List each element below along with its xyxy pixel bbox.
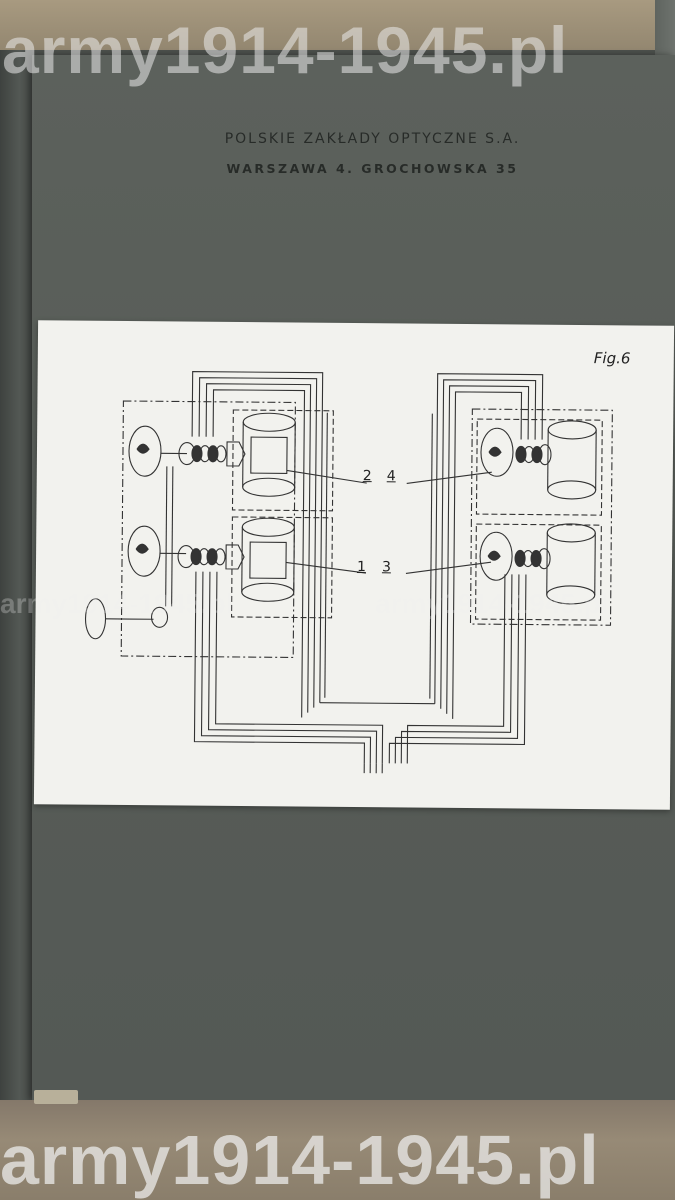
lens-disc-upper [128, 425, 162, 477]
wiring-diagram-sheet: Fig.6 2 4 1 3 [33, 320, 675, 810]
wooden-surface-bottom [0, 1100, 675, 1200]
company-name: POLSKIE ZAKŁADY OPTYCZNE S.A. [224, 131, 521, 147]
cable-number-2: 2 [362, 468, 372, 485]
watermark-bottom: army1914-1945.pl [0, 1121, 600, 1199]
company-address: WARSZAWA 4. GROCHOWSKA 35 [226, 161, 519, 176]
cable-number-3: 3 [381, 559, 391, 576]
watermark-middle-right: army1914-1945.pl [375, 588, 609, 619]
binder-spine [0, 50, 32, 1110]
figure-label: Fig.6 [593, 349, 631, 368]
binder-clip [34, 1090, 78, 1104]
cable-number-1: 1 [356, 559, 366, 576]
wiring-diagram [84, 371, 613, 774]
watermark-top: army1914-1945.pl [2, 13, 569, 87]
cable-number-4: 4 [386, 468, 396, 485]
watermark-middle-left: army1914-1945.pl [0, 588, 234, 619]
lens-disc-lower [127, 525, 161, 577]
